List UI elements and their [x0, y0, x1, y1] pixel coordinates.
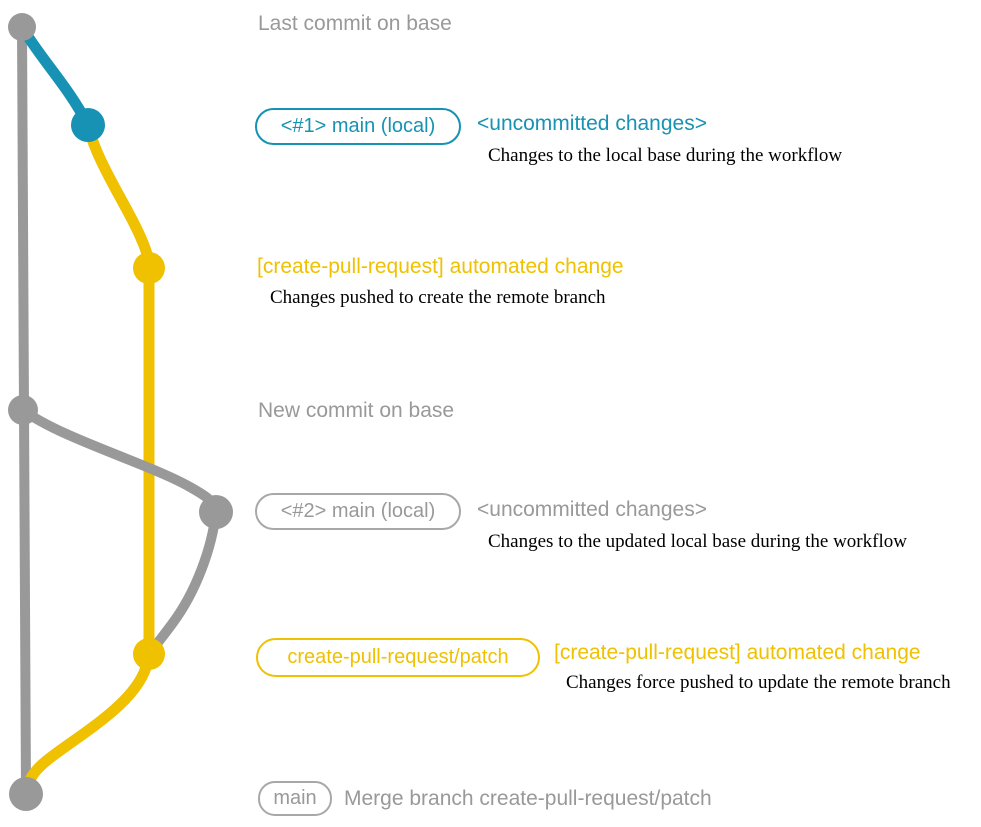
branch-pill-main: main: [258, 781, 332, 816]
commit-desc-automated-change-2: Changes force pushed to update the remot…: [566, 672, 951, 693]
branch-pill-create-pull-request-patch: create-pull-request/patch: [256, 638, 540, 677]
commit-node-uncommitted-2: [199, 495, 233, 529]
commit-title-automated-change-1: [create-pull-request] automated change: [257, 255, 624, 278]
commit-desc-uncommitted-1: Changes to the local base during the wor…: [488, 145, 843, 166]
commit-node-base-new: [8, 395, 38, 425]
branch-line-merge: [20, 648, 155, 800]
branch-pill-main-local-1-label: <#1> main (local): [280, 115, 436, 137]
commit-node-automated-change-2: [133, 638, 165, 670]
label-new-commit-on-base: New commit on base: [258, 399, 455, 422]
branch-pill-main-label: main: [273, 787, 317, 809]
branch-pill-main-local-2: <#2> main (local): [255, 493, 461, 530]
branch-line-uncommitted-2-out: [18, 405, 221, 517]
commit-node-uncommitted-1: [71, 108, 105, 142]
branch-line-uncommitted-1: [16, 21, 94, 131]
commit-title-automated-change-2: [create-pull-request] automated change: [554, 641, 921, 664]
commit-desc-automated-change-1: Changes pushed to create the remote bran…: [270, 287, 606, 308]
branch-pill-main-local-1: <#1> main (local): [255, 108, 461, 145]
branch-pill-main-local-2-label: <#2> main (local): [280, 500, 436, 522]
commit-desc-uncommitted-2: Changes to the updated local base during…: [488, 531, 907, 552]
branch-line-uncommitted-2-back: [144, 507, 221, 659]
branch-line-patch: [82, 119, 155, 660]
commit-node-automated-change-1: [133, 252, 165, 284]
commit-node-merge: [9, 777, 43, 811]
commit-title-uncommitted-2: <uncommitted changes>: [477, 498, 707, 521]
commit-node-base-top: [8, 13, 36, 41]
commit-title-merge: Merge branch create-pull-request/patch: [344, 787, 712, 810]
commit-title-uncommitted-1: <uncommitted changes>: [477, 112, 707, 135]
branch-pill-create-pull-request-patch-label: create-pull-request/patch: [287, 646, 509, 668]
label-last-commit-on-base: Last commit on base: [258, 12, 452, 35]
